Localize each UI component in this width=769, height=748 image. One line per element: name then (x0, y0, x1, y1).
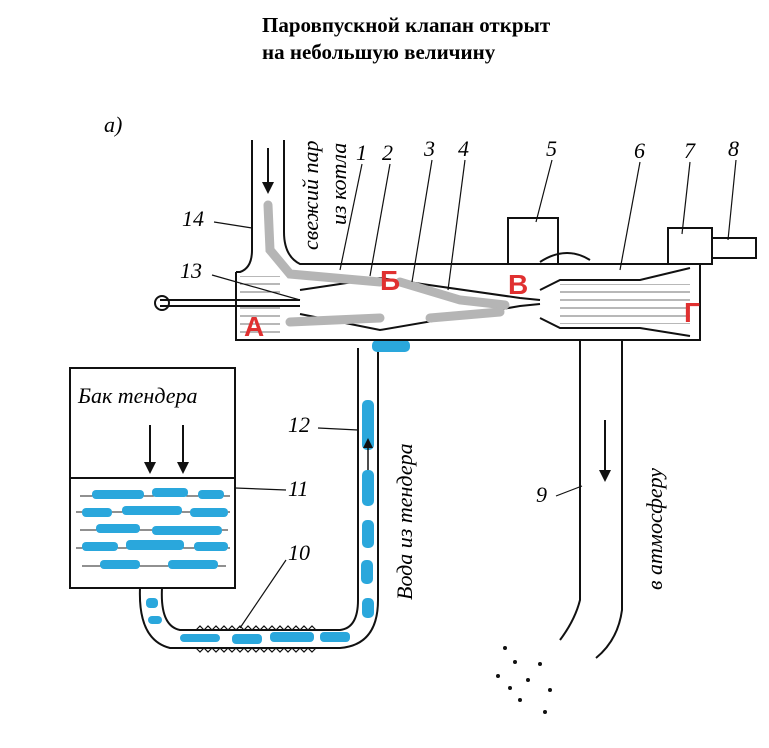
steam-flow (263, 200, 510, 327)
point-label-a: А (244, 311, 264, 342)
suction-pipe (138, 348, 379, 653)
point-label-v: В (508, 269, 528, 300)
part-number-9: 9 (536, 482, 547, 507)
tank-label: Бак тендера (77, 383, 198, 408)
part-number-13: 13 (180, 258, 202, 283)
leader-lines (211, 159, 737, 629)
part-numbers: 1 2 3 4 5 6 7 8 9 10 11 12 13 14 (180, 136, 739, 565)
part-number-12: 12 (288, 412, 310, 437)
title-line-2: на небольшую величину (262, 40, 496, 64)
to-atmosphere-label: в атмосферу (642, 468, 667, 590)
exhaust-spray (496, 646, 552, 714)
body-hatching (240, 276, 690, 336)
from-boiler-label: из котла (326, 143, 351, 225)
point-label-b: Б (380, 265, 400, 296)
part-number-6: 6 (634, 138, 645, 163)
tank-water (82, 488, 228, 569)
title-line-1: Паровпускной клапан открыт (262, 13, 551, 37)
figure-label: а) (104, 112, 122, 137)
part-number-1: 1 (356, 140, 367, 165)
pipe-water (146, 340, 410, 644)
diagram-title: Паровпускной клапан открыт на небольшую … (262, 12, 550, 66)
water-from-tender-label: Вода из тендера (392, 443, 417, 600)
point-label-g: Г (684, 297, 700, 328)
part-number-10: 10 (288, 540, 310, 565)
part-number-14: 14 (182, 206, 204, 231)
part-number-3: 3 (423, 136, 435, 161)
part-number-7: 7 (684, 138, 696, 163)
part-number-4: 4 (458, 136, 469, 161)
part-number-5: 5 (546, 136, 557, 161)
steam-label: свежий пар (298, 141, 323, 251)
part-number-11: 11 (288, 476, 308, 501)
part-number-8: 8 (728, 136, 739, 161)
part-number-2: 2 (382, 140, 393, 165)
